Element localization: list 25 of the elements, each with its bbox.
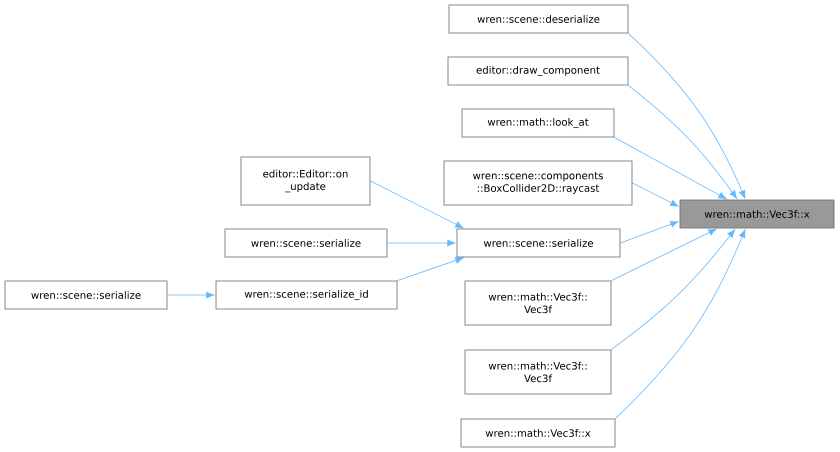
arrow: [370, 180, 464, 228]
arrow: [620, 220, 679, 244]
function-box: wren::math::Vec3f::x: [680, 200, 834, 228]
function-box: wren::scene::serialize: [4, 280, 168, 310]
arrow: [397, 257, 464, 281]
arrow: [614, 137, 727, 200]
function-box: wren::math::Vec3f:: Vec3f: [464, 350, 612, 394]
function-box: wren::scene::serialize: [224, 228, 388, 258]
arrow: [611, 229, 736, 350]
function-box: wren::math::look_at: [462, 108, 614, 138]
arrow: [611, 228, 717, 281]
function-box: wren::scene::components ::BoxCollider2D::raycast: [444, 160, 632, 206]
function-box: wren::scene::serialize_id: [216, 280, 398, 310]
arrow: [167, 292, 214, 298]
arrow: [387, 240, 456, 246]
function-box: wren::math::Vec3f::x: [460, 418, 616, 448]
arrow: [615, 229, 746, 419]
function-box: editor::draw_component: [448, 56, 628, 86]
function-box: wren::scene::serialize: [456, 228, 620, 258]
arrow: [628, 33, 746, 199]
arrow: [632, 182, 679, 207]
function-box: wren::math::Vec3f:: Vec3f: [464, 280, 612, 326]
function-box: wren::scene::deserialize: [448, 4, 628, 34]
function-box: editor::Editor::on _update: [240, 156, 370, 206]
arrow: [628, 85, 738, 199]
